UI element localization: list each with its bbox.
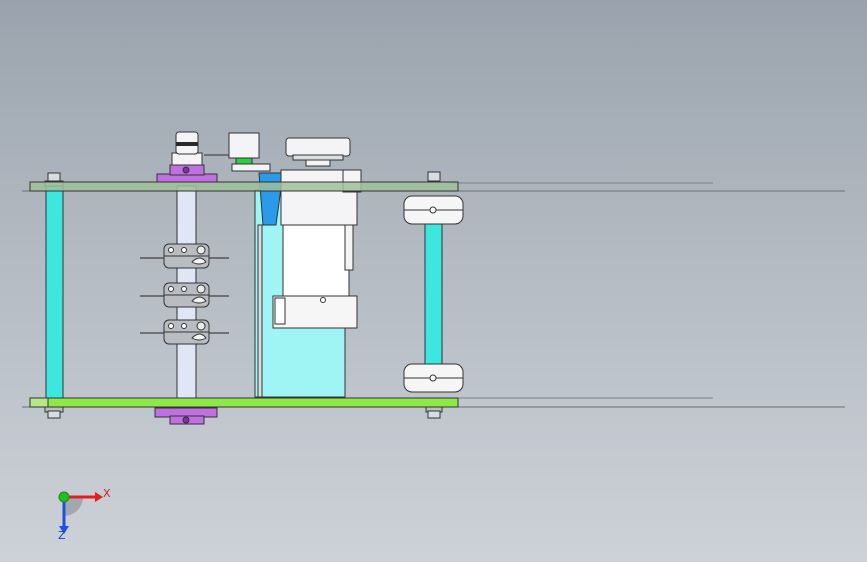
motor-body <box>282 224 350 298</box>
motor-clamp-block <box>272 295 358 329</box>
bottom-purple-bearing <box>154 407 218 425</box>
bottom-rail-end <box>29 397 49 408</box>
coordinate-triad <box>58 491 103 534</box>
top-purple-bearing <box>156 131 218 183</box>
top-rail <box>29 181 459 192</box>
motor-mount-foot <box>257 224 263 398</box>
bottom-rail <box>29 397 459 408</box>
left-cyan-post <box>45 185 64 401</box>
triad-origin <box>58 491 70 503</box>
right-bottom-bolt <box>425 406 443 419</box>
motor-stem <box>344 224 354 271</box>
x-axis-label: X <box>103 487 111 500</box>
motor-top-disk <box>285 137 351 167</box>
right-cyan-post <box>424 221 443 369</box>
right-top-bolt <box>427 171 441 182</box>
shaft-clamp-2 <box>140 282 229 308</box>
left-bottom-bolt <box>44 406 64 419</box>
z-axis-label: Z <box>58 529 66 542</box>
right-bottom-roller <box>403 363 464 393</box>
shaft-clamp-3 <box>140 319 229 345</box>
sensor-cylinder <box>204 132 271 172</box>
shaft-clamp-1 <box>140 243 229 269</box>
right-top-roller <box>403 195 464 225</box>
